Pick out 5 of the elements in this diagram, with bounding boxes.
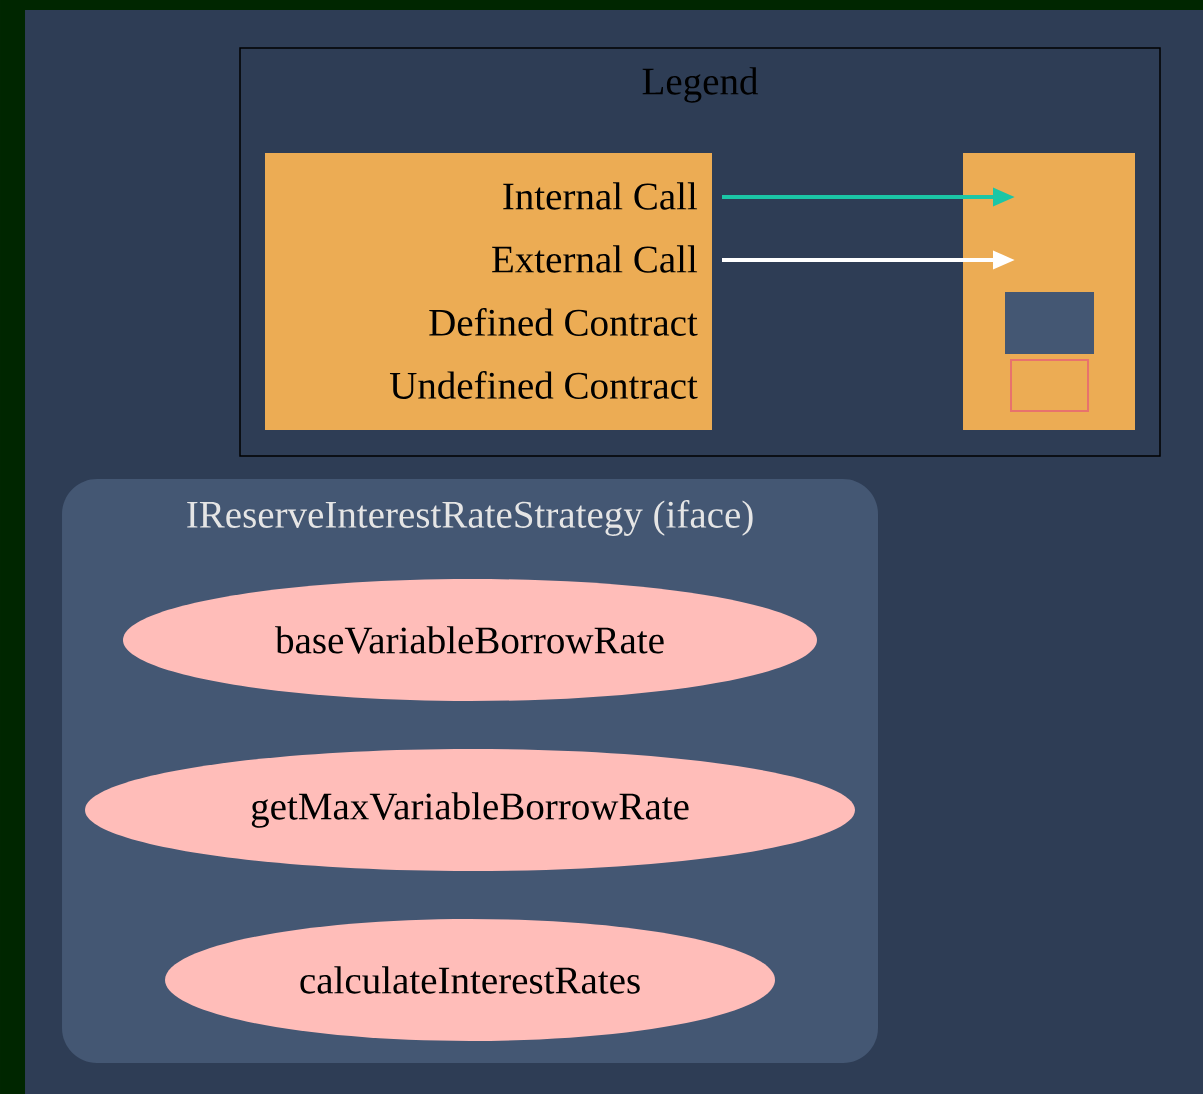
legend-label: Undefined Contract (389, 371, 698, 399)
legend-label: Internal Call (503, 182, 698, 210)
legend-label: External Call (492, 245, 698, 273)
legend-label: Defined Contract (429, 308, 698, 336)
legend-title: Legend (642, 67, 758, 103)
